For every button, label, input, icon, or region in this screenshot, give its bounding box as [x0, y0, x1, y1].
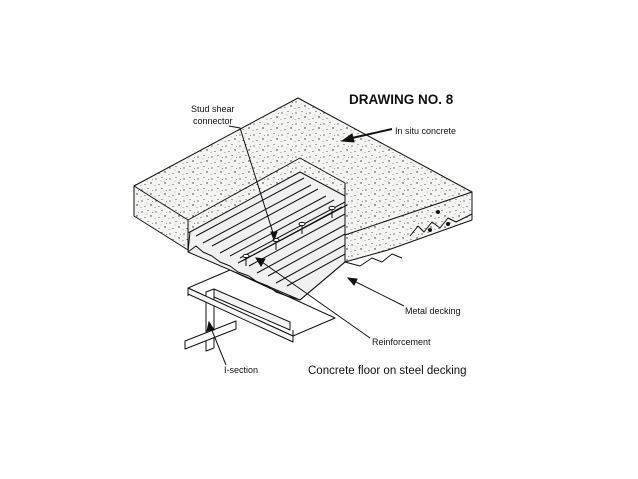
- i-section-beam: [184, 269, 336, 352]
- stud-connector: [328, 205, 336, 218]
- arrowhead-i-section: [206, 320, 215, 332]
- stud-connector: [242, 253, 250, 266]
- label-metal-decking: Metal decking: [405, 306, 461, 316]
- leader-concrete: [351, 128, 393, 139]
- leader-reinforcement: [261, 261, 371, 339]
- arrowhead-concrete: [340, 133, 355, 143]
- label-reinforcement: Reinforcement: [372, 337, 431, 347]
- drawing-caption: Concrete floor on steel decking: [308, 365, 467, 377]
- leader-stud: [228, 125, 275, 237]
- label-stud-shear-line2: connector: [193, 116, 233, 126]
- reinforcement-bar: [239, 201, 348, 262]
- arrowhead-reinforcement: [255, 257, 266, 267]
- drawing-title: DRAWING NO. 8: [349, 92, 454, 107]
- arrowhead-decking: [346, 277, 358, 286]
- stud-connector: [298, 221, 306, 234]
- label-in-situ-concrete: In situ concrete: [395, 126, 457, 136]
- label-stud-shear-line1: Stud shear: [191, 104, 235, 114]
- leader-decking: [353, 280, 405, 307]
- label-i-section: I-section: [224, 365, 259, 375]
- leader-lines: [206, 125, 405, 366]
- metal-decking: [187, 171, 403, 301]
- arrowhead-stud: [270, 231, 278, 242]
- leader-i-section: [210, 327, 227, 366]
